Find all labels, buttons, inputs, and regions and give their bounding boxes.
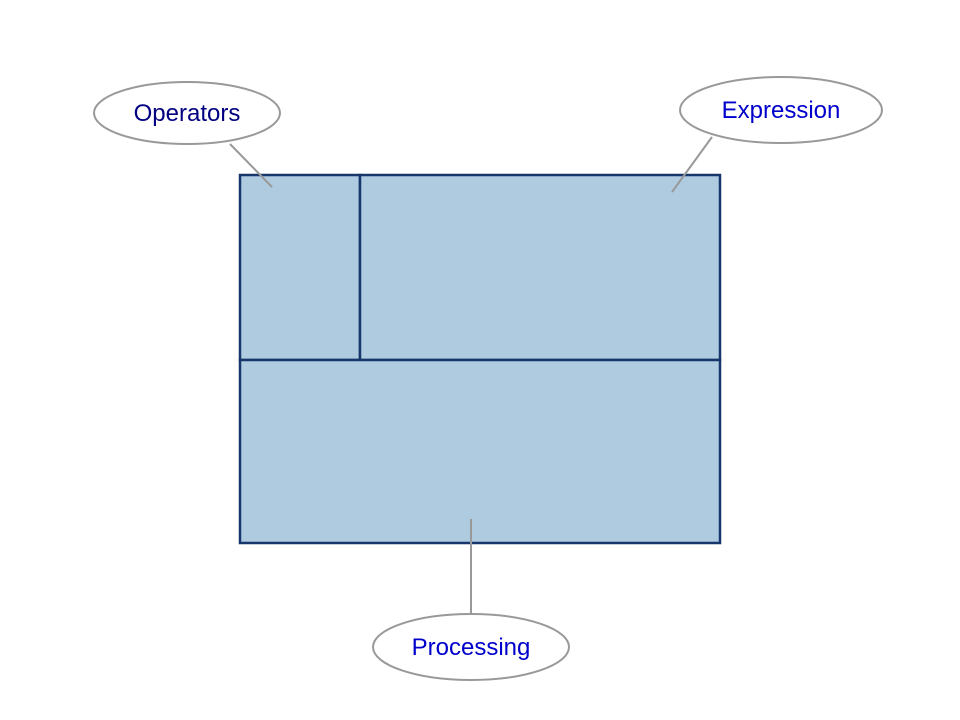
expression-callout-ellipse bbox=[679, 76, 883, 144]
expression-connector-line bbox=[671, 136, 713, 193]
layout-grid bbox=[238, 173, 722, 545]
operators-callout: Operators bbox=[93, 81, 281, 145]
operators-region bbox=[238, 173, 362, 362]
processing-label: Processing bbox=[412, 634, 531, 661]
expression-label: Expression bbox=[722, 97, 841, 124]
processing-region bbox=[238, 358, 722, 545]
operators-label: Operators bbox=[134, 100, 241, 127]
operators-connector-line bbox=[229, 143, 273, 188]
processing-callout: Processing bbox=[372, 613, 570, 681]
callout-connectors bbox=[229, 136, 713, 615]
operators-callout-ellipse bbox=[93, 81, 281, 145]
processing-callout-ellipse bbox=[372, 613, 570, 681]
expression-callout: Expression bbox=[679, 76, 883, 144]
expression-region bbox=[358, 173, 722, 362]
